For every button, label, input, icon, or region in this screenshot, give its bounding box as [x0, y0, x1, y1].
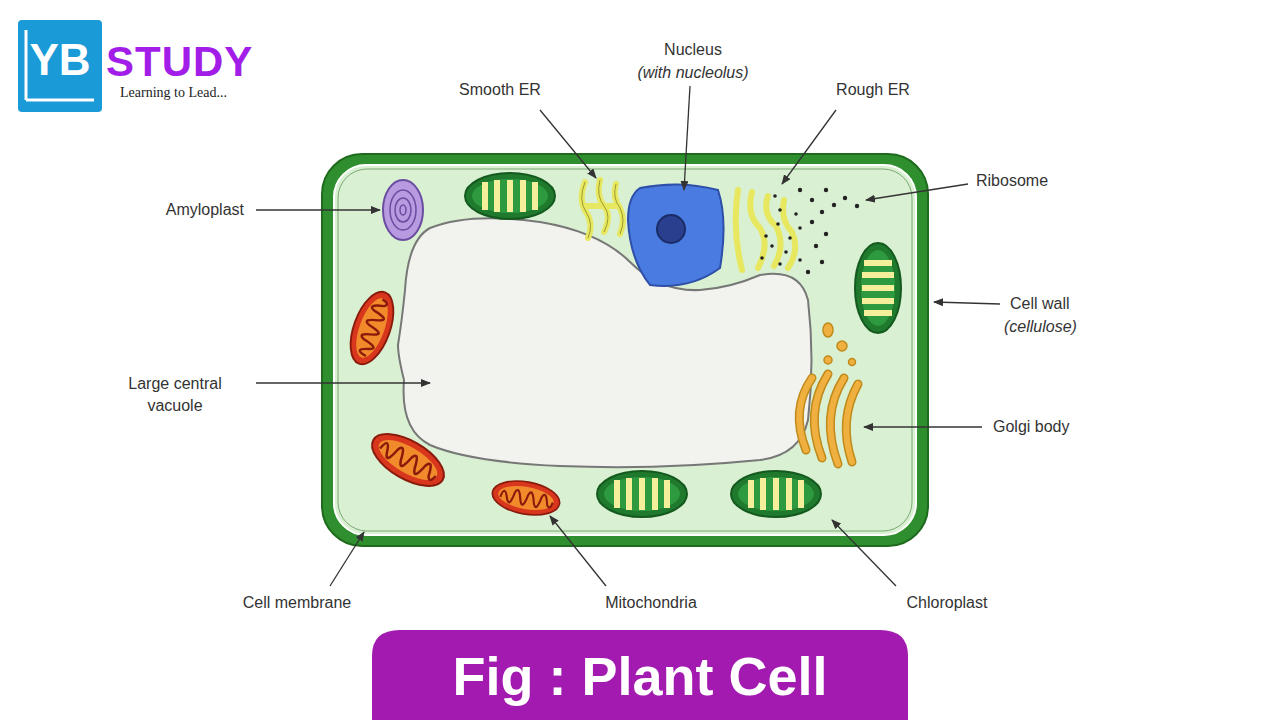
part-label: Chloroplast — [907, 592, 988, 614]
part-label: Amyloplast — [166, 199, 244, 221]
part-label: Cell wall — [1010, 293, 1070, 315]
part-label: Mitochondria — [605, 592, 697, 614]
part-label: Golgi body — [993, 416, 1070, 438]
part-label: (with nucleolus) — [637, 62, 748, 84]
part-label: Nucleus — [664, 39, 722, 61]
part-label: Rough ER — [836, 79, 910, 101]
logo-box: YB — [18, 20, 102, 100]
part-label: Smooth ER — [459, 79, 541, 101]
part-label: Ribosome — [976, 170, 1048, 192]
part-label: Large central vacuole — [115, 373, 235, 417]
figure-caption: Fig : Plant Cell — [452, 645, 827, 707]
part-label: STUDY — [106, 51, 253, 73]
logo-text: YB — [29, 35, 90, 85]
part-label: Learning to Lead... — [120, 82, 227, 104]
part-label: Cell membrane — [243, 592, 351, 614]
part-label: (cellulose) — [1004, 316, 1077, 338]
